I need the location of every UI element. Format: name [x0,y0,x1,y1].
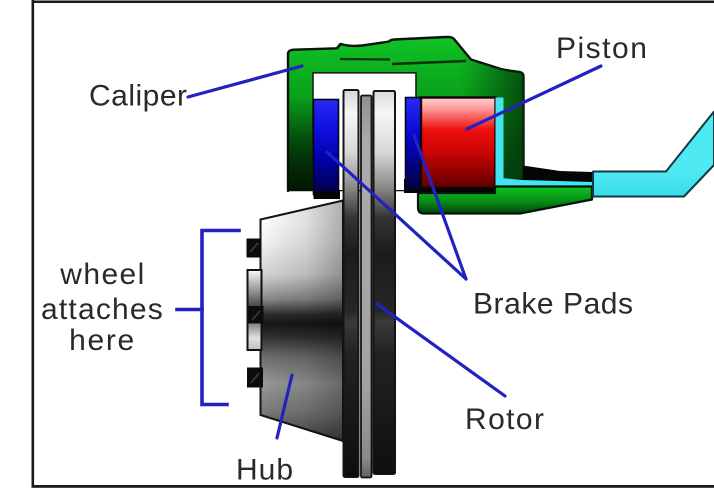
svg-text:Piston: Piston [556,32,648,65]
svg-text:Brake Pads: Brake Pads [473,288,634,321]
svg-text:attaches: attaches [41,293,164,326]
svg-text:wheel: wheel [59,258,145,291]
svg-text:Rotor: Rotor [465,403,545,436]
svg-text:Caliper: Caliper [89,80,188,113]
svg-text:here: here [69,324,136,357]
svg-text:Hub: Hub [236,454,294,487]
